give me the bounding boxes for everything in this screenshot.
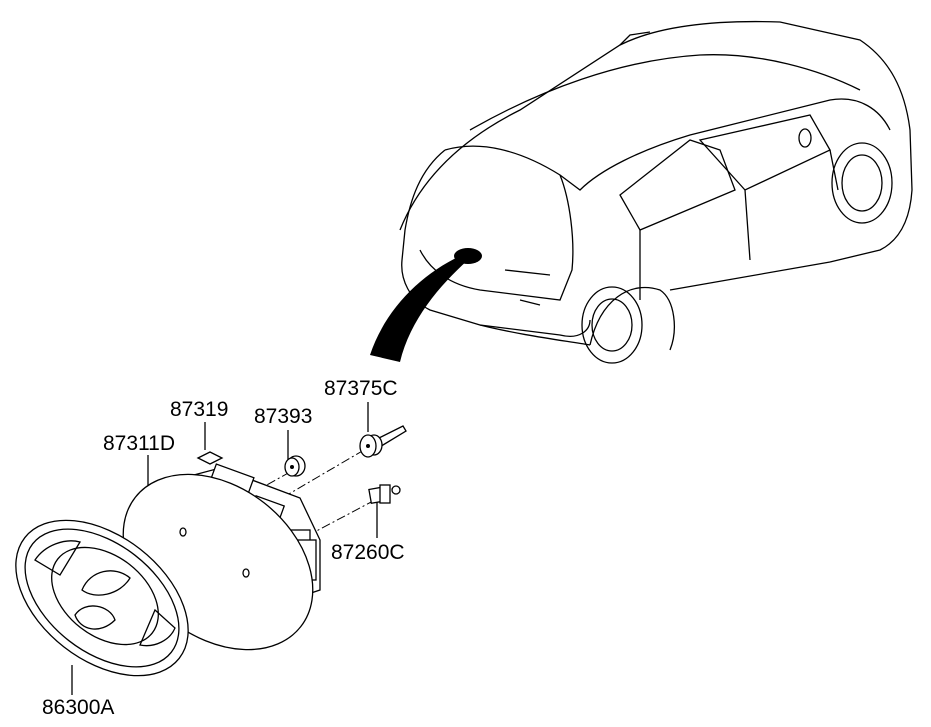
part-87375C-bolt[interactable] (359, 425, 407, 458)
label-87393[interactable]: 87393 (254, 405, 313, 428)
label-87311D[interactable]: 87311D (103, 432, 176, 455)
leader-lines (71, 402, 378, 695)
part-87260C-connector[interactable] (368, 484, 401, 505)
part-87319-pad[interactable] (196, 451, 224, 465)
label-87319[interactable]: 87319 (170, 398, 229, 421)
part-87393-nut[interactable] (284, 455, 306, 477)
label-86300A[interactable]: 86300A (42, 696, 115, 719)
part-86300A-emblem[interactable] (0, 489, 217, 707)
label-87260C[interactable]: 87260C (331, 541, 405, 564)
callout-pointer (370, 256, 468, 362)
car-illustration (370, 20, 913, 364)
label-87375C[interactable]: 87375C (324, 377, 398, 400)
